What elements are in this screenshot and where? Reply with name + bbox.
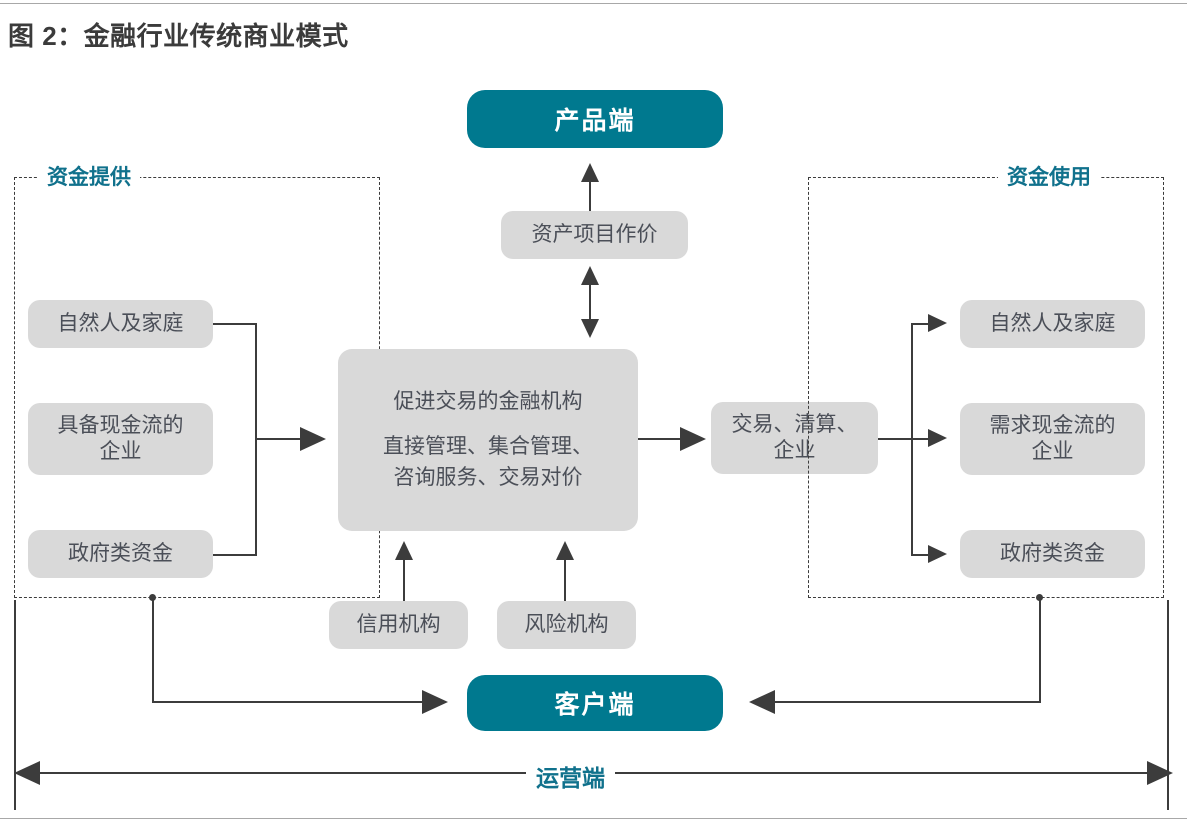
line-credit-to-center — [403, 558, 405, 601]
arrowhead-to-right-enterprise — [928, 429, 947, 447]
line-left-group-down — [152, 597, 154, 702]
arrowhead-credit-to-center — [395, 541, 413, 560]
arrowhead-center-to-clearing — [680, 427, 706, 451]
left-node-cashflow-enterprise[interactable]: 具备现金流的 企业 — [28, 403, 213, 475]
line-right-group-down — [1039, 597, 1041, 702]
right-node-individuals[interactable]: 自然人及家庭 — [960, 300, 1145, 348]
operations-end-label: 运营端 — [526, 759, 615, 793]
left-node-individuals[interactable]: 自然人及家庭 — [28, 300, 213, 348]
arrowhead-to-right-individuals — [928, 314, 947, 332]
line-center-to-clearing — [638, 438, 686, 440]
risk-institution-node[interactable]: 风险机构 — [497, 601, 636, 649]
right-connector-from-clearing — [878, 438, 913, 440]
center-financial-institution-node[interactable]: 促进交易的金融机构 直接管理、集合管理、 咨询服务、交易对价 — [338, 349, 638, 531]
right-connector-to-government — [911, 554, 933, 556]
right-connector-to-enterprise — [911, 438, 933, 440]
left-connector-top — [213, 323, 257, 325]
customer-end-node[interactable]: 客户端 — [467, 675, 723, 731]
arrowhead-left-to-customer — [422, 690, 448, 714]
bottom-right-vertical-rail — [1167, 600, 1169, 810]
arrowhead-risk-to-center — [556, 541, 574, 560]
line-center-to-asset — [589, 283, 591, 319]
arrowhead-operations-right — [1147, 761, 1173, 785]
left-connector-to-center — [255, 438, 315, 440]
left-node-government-funds[interactable]: 政府类资金 — [28, 530, 213, 578]
left-connector-bottom — [213, 554, 257, 556]
line-right-to-customer — [775, 701, 1041, 703]
arrowhead-to-right-government — [928, 545, 947, 563]
product-end-node[interactable]: 产品端 — [467, 90, 723, 148]
right-group-box — [808, 177, 1164, 598]
right-group-label: 资金使用 — [998, 167, 1100, 188]
right-node-government-funds[interactable]: 政府类资金 — [960, 530, 1145, 578]
arrowhead-right-to-customer — [749, 690, 775, 714]
arrowhead-asset-to-product — [581, 163, 599, 182]
line-asset-to-product — [589, 180, 591, 218]
credit-institution-node[interactable]: 信用机构 — [329, 601, 468, 649]
bottom-left-vertical-rail — [14, 600, 16, 810]
arrowhead-left-to-center — [300, 427, 326, 451]
arrowhead-asset-to-center-down — [581, 319, 599, 338]
left-group-label: 资金提供 — [38, 167, 140, 188]
figure-title: 图 2：金融行业传统商业模式 — [8, 21, 349, 51]
asset-pricing-node[interactable]: 资产项目作价 — [501, 211, 688, 259]
clearing-node[interactable]: 交易、清算、 企业 — [711, 402, 878, 474]
top-divider-rule — [0, 3, 1187, 4]
line-left-to-customer — [152, 701, 428, 703]
arrowhead-operations-left — [14, 761, 40, 785]
right-node-cashflow-enterprise[interactable]: 需求现金流的 企业 — [960, 403, 1145, 475]
bottom-divider-rule — [0, 818, 1187, 819]
arrowhead-center-to-asset-up — [581, 266, 599, 285]
line-risk-to-center — [564, 558, 566, 601]
right-connector-to-individuals — [911, 323, 933, 325]
